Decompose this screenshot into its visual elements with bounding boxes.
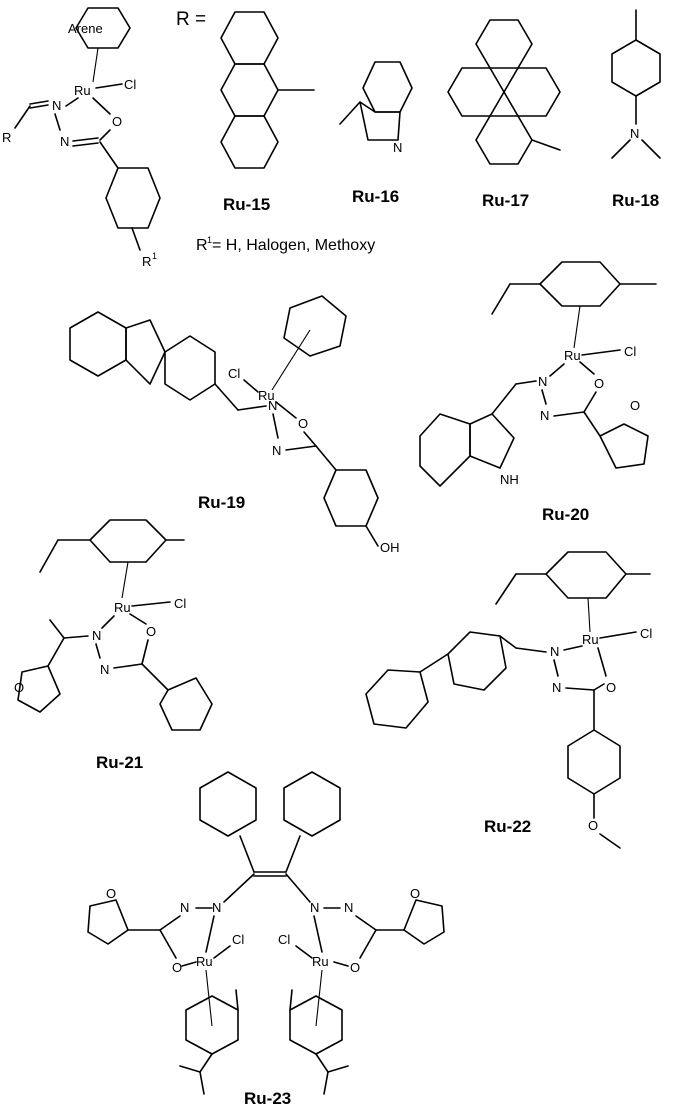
r1-definition: R 1 = H, Halogen, Methoxy bbox=[196, 235, 375, 254]
svg-text:O: O bbox=[106, 886, 116, 901]
ru-22-label: Ru-22 bbox=[484, 817, 531, 836]
svg-text:N: N bbox=[92, 628, 101, 643]
svg-text:N: N bbox=[538, 374, 547, 389]
ru-18-label: Ru-18 bbox=[612, 191, 659, 210]
svg-text:OH: OH bbox=[380, 540, 400, 555]
svg-text:Ru: Ru bbox=[582, 632, 599, 647]
ru-17-substituent bbox=[447, 19, 561, 165]
svg-text:Ru: Ru bbox=[196, 954, 213, 969]
n-atom: N bbox=[60, 134, 69, 149]
svg-text:N: N bbox=[272, 443, 281, 458]
svg-text:1: 1 bbox=[152, 251, 157, 261]
arene-ring bbox=[75, 7, 131, 49]
ru-20-label: Ru-20 bbox=[542, 505, 589, 524]
ru-23-label: Ru-23 bbox=[244, 1089, 291, 1108]
svg-text:Cl: Cl bbox=[624, 344, 636, 359]
ru-16-label: Ru-16 bbox=[352, 187, 399, 206]
r-atom: R bbox=[2, 130, 11, 145]
svg-text:O: O bbox=[606, 680, 616, 695]
ru-18-substituent: N bbox=[611, 9, 661, 159]
r1-atom: R bbox=[142, 254, 151, 269]
svg-text:N: N bbox=[630, 126, 639, 141]
n-atom: N bbox=[52, 98, 61, 113]
svg-text:Ru: Ru bbox=[114, 600, 131, 615]
svg-text:O: O bbox=[14, 680, 24, 695]
svg-text:O: O bbox=[588, 818, 598, 833]
svg-text:O: O bbox=[146, 624, 156, 639]
svg-text:NH: NH bbox=[500, 472, 519, 487]
svg-text:= H, Halogen, Methoxy: = H, Halogen, Methoxy bbox=[212, 237, 375, 254]
r-equals-label: R = bbox=[176, 9, 206, 30]
svg-text:O: O bbox=[594, 376, 604, 391]
svg-text:N: N bbox=[393, 140, 402, 155]
benzoyl-ring bbox=[105, 167, 161, 229]
ru-23-structure: N N N O Ru Cl O N O Ru Cl O bbox=[87, 771, 445, 1095]
svg-text:Cl: Cl bbox=[232, 932, 244, 947]
arene-label: Arene bbox=[68, 21, 103, 36]
ru-15-label: Ru-15 bbox=[223, 195, 270, 214]
svg-text:N: N bbox=[180, 900, 189, 915]
svg-text:N: N bbox=[212, 900, 221, 915]
ru-19-arene bbox=[283, 295, 347, 357]
svg-text:N: N bbox=[540, 408, 549, 423]
ru-19-label: Ru-19 bbox=[198, 493, 245, 512]
svg-text:Ru: Ru bbox=[258, 388, 275, 403]
svg-text:R: R bbox=[196, 237, 208, 254]
svg-text:N: N bbox=[310, 900, 319, 915]
svg-text:N: N bbox=[344, 900, 353, 915]
svg-text:O: O bbox=[172, 960, 182, 975]
ru-21-structure: Ru Cl O N N O bbox=[14, 519, 213, 731]
ru-atom: Ru bbox=[74, 83, 91, 98]
ru-20-structure: Ru Cl O N N O NH bbox=[419, 261, 657, 487]
svg-text:Cl: Cl bbox=[278, 932, 290, 947]
svg-text:O: O bbox=[350, 960, 360, 975]
svg-text:Cl: Cl bbox=[174, 596, 186, 611]
svg-text:Cl: Cl bbox=[640, 626, 652, 641]
svg-text:1: 1 bbox=[207, 235, 212, 245]
ru-21-arene bbox=[89, 519, 167, 563]
svg-text:N: N bbox=[552, 680, 561, 695]
svg-text:O: O bbox=[410, 886, 420, 901]
svg-text:Ru: Ru bbox=[312, 954, 329, 969]
svg-text:Cl: Cl bbox=[228, 366, 240, 381]
o-atom: O bbox=[112, 114, 122, 129]
ru-19-structure: N Ru Cl O N OH bbox=[69, 295, 400, 555]
svg-text:Ru: Ru bbox=[564, 348, 581, 363]
ru-16-substituent: N bbox=[339, 61, 413, 155]
ru-22-structure: Ru Cl O N N O bbox=[365, 551, 652, 849]
ru-22-arene bbox=[545, 551, 627, 599]
ru-15-substituent bbox=[220, 11, 315, 169]
svg-text:N: N bbox=[268, 398, 277, 413]
ru-20-arene bbox=[539, 261, 621, 307]
general-structure: Arene Ru Cl N O N R R 1 bbox=[2, 7, 161, 269]
svg-text:O: O bbox=[298, 416, 308, 431]
svg-text:N: N bbox=[550, 644, 559, 659]
svg-text:O: O bbox=[630, 398, 640, 413]
ru-17-label: Ru-17 bbox=[482, 191, 529, 210]
ru-21-label: Ru-21 bbox=[96, 753, 143, 772]
svg-text:N: N bbox=[100, 662, 109, 677]
cl-atom: Cl bbox=[124, 77, 136, 92]
